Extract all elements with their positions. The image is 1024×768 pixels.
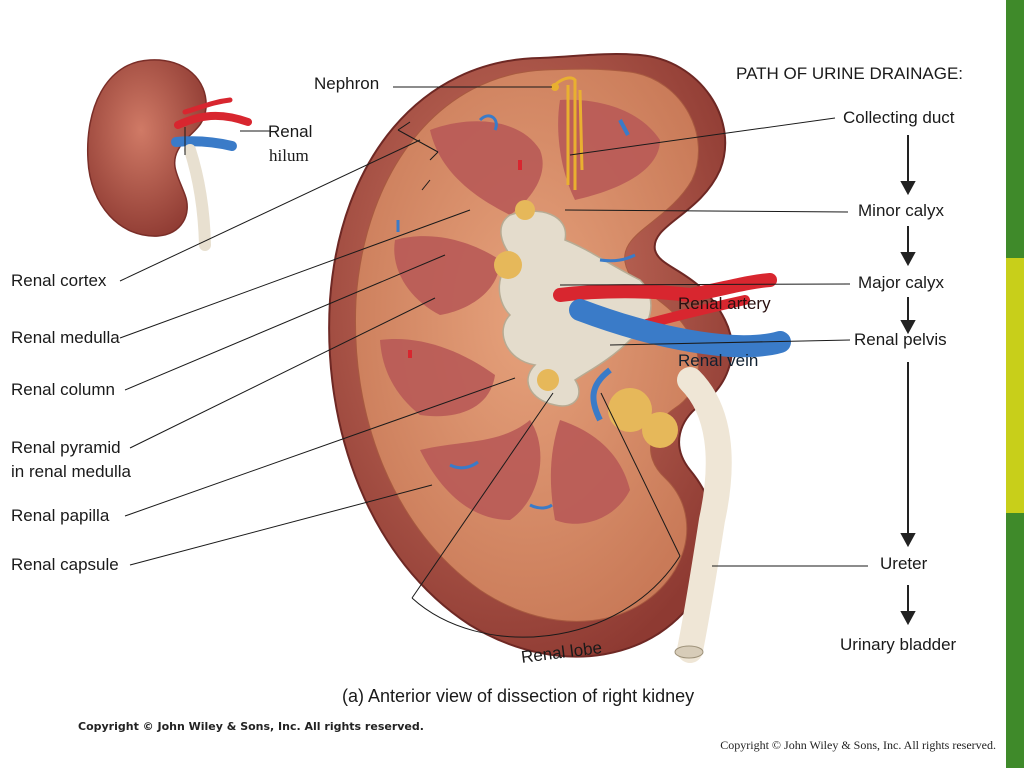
small-kidney — [86, 59, 252, 251]
label-renal-medulla: Renal medulla — [11, 328, 120, 347]
side-bar-yellow — [1006, 258, 1024, 513]
side-bar-green-top — [1006, 0, 1024, 258]
side-bar-green-bottom — [1006, 513, 1024, 768]
label-renal-papilla: Renal papilla — [11, 506, 110, 525]
drainage-title: PATH OF URINE DRAINAGE: — [736, 64, 964, 83]
figure-caption: (a) Anterior view of dissection of right… — [342, 686, 695, 706]
label-renal-artery: Renal artery — [678, 294, 771, 313]
label-renal-capsule: Renal capsule — [11, 555, 119, 574]
drainage-step-ureter: Ureter — [880, 554, 928, 573]
drainage-step-minor-calyx: Minor calyx — [858, 201, 944, 220]
label-renal-pyramid-2: in renal medulla — [11, 462, 132, 481]
label-renal-column: Renal column — [11, 380, 115, 399]
drainage-step-renal-pelvis: Renal pelvis — [854, 330, 947, 349]
footer-copyright-bold: Copyright © John Wiley & Sons, Inc. All … — [78, 720, 424, 733]
label-renal-vein: Renal vein — [678, 351, 759, 370]
drainage-step-urinary-bladder: Urinary bladder — [840, 635, 957, 654]
leader-lines — [119, 86, 868, 638]
label-nephron: Nephron — [314, 74, 380, 93]
drainage-step-collecting-duct: Collecting duct — [843, 108, 955, 127]
footer-copyright: Copyright © John Wiley & Sons, Inc. All … — [720, 738, 996, 752]
label-renal-cortex: Renal cortex — [11, 271, 107, 290]
drainage-step-major-calyx: Major calyx — [858, 273, 944, 292]
drainage-arrows — [900, 135, 916, 626]
label-hilum: hilum — [269, 146, 309, 165]
label-renal-pyramid-1: Renal pyramid — [11, 438, 121, 457]
label-renal: Renal — [268, 122, 313, 141]
